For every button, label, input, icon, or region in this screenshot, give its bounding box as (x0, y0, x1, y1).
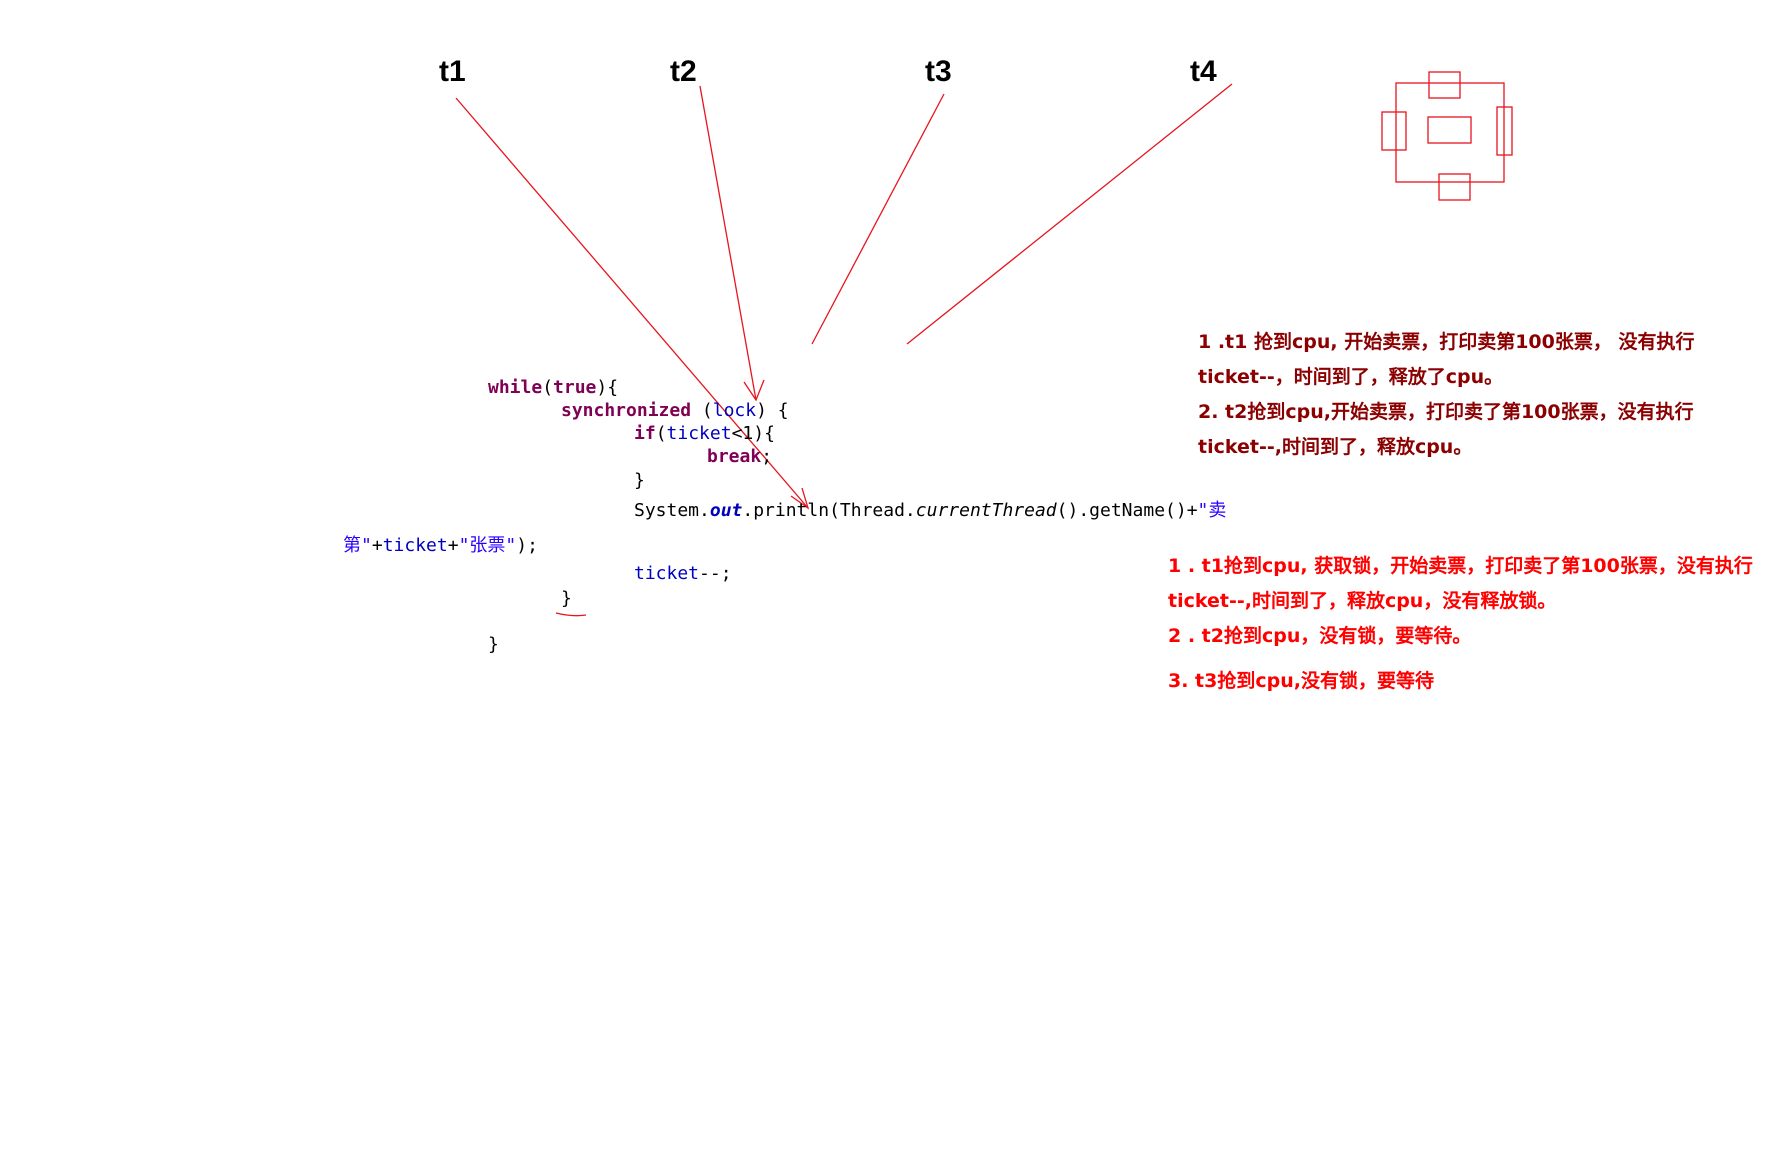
thread-label-t3: t3 (925, 55, 952, 88)
code-line-while-close: } (488, 634, 499, 655)
t2-arrow-head (743, 379, 765, 402)
note-line: 2 . t2抢到cpu，没有锁，要等待。 (1168, 625, 1472, 647)
field-ref: ticket (382, 535, 448, 556)
note-line: 3. t3抢到cpu,没有锁，要等待 (1168, 670, 1434, 692)
code-line-decrement: ticket--; (634, 564, 732, 584)
code-text: + (371, 535, 383, 556)
code-text: System. (634, 500, 710, 521)
code-text: ; (761, 446, 773, 467)
string-literal: 第" (343, 535, 372, 556)
code-text: .println(Thread. (742, 500, 916, 521)
code-line-println-cont: 第"+ticket+"张票"); (343, 536, 538, 556)
code-line-sync-close: } (561, 588, 572, 609)
string-literal: "张票" (458, 535, 517, 556)
note-line: 1 .t1 抢到cpu, 开始卖票，打印卖第100张票， 没有执行 (1198, 331, 1695, 353)
code-text: + (447, 535, 459, 556)
code-line-break: break; (707, 447, 772, 467)
note-line: ticket--，时间到了，释放了cpu。 (1198, 366, 1504, 388)
thread-label-t1: t1 (439, 55, 466, 88)
code-text: ( (542, 377, 554, 398)
t3-stroke (811, 93, 945, 345)
code-line-while: while(true){ (488, 378, 618, 398)
note-line: 2. t2抢到cpu,开始卖票，打印卖了第100张票，没有执行 (1198, 401, 1694, 423)
field-ref: out (709, 500, 743, 521)
keyword: if (634, 423, 656, 444)
field-ref: lock (712, 400, 757, 421)
code-text: --; (699, 563, 732, 584)
code-text: <1){ (731, 423, 775, 444)
note-line: 1 . t1抢到cpu, 获取锁，开始卖票，打印卖了第100张票，没有执行 (1168, 555, 1753, 577)
code-text: ); (516, 535, 538, 556)
thread-label-t2: t2 (670, 55, 697, 88)
t1-arrow-head (790, 487, 810, 510)
keyword: true (553, 377, 597, 398)
code-line-if-close: } (634, 470, 645, 491)
code-text: ( (655, 423, 667, 444)
code-line-println: System.out.println(Thread.currentThread(… (634, 501, 1226, 521)
method-ref: currentThread (915, 500, 1057, 521)
brace-underline (555, 612, 587, 617)
thread-label-t4: t4 (1190, 55, 1217, 88)
code-text: ){ (596, 377, 619, 398)
code-text: ().getName()+ (1056, 500, 1198, 521)
t1-arrow-line (455, 97, 809, 509)
keyword: break (707, 446, 762, 467)
t4-stroke (906, 83, 1233, 345)
code-text: ( (691, 400, 713, 421)
note-line: ticket--,时间到了，释放cpu，没有释放锁。 (1168, 590, 1557, 612)
t2-arrow-line (699, 85, 757, 401)
table-chairs-sketch (1381, 71, 1513, 201)
string-literal: "卖 (1197, 500, 1227, 521)
field-ref: ticket (634, 563, 700, 584)
code-text: ) { (756, 400, 789, 421)
keyword: synchronized (561, 400, 692, 421)
code-line-if: if(ticket<1){ (634, 424, 775, 444)
keyword: while (488, 377, 543, 398)
note-line: ticket--,时间到了，释放cpu。 (1198, 436, 1473, 458)
field-ref: ticket (666, 423, 732, 444)
code-line-synchronized: synchronized (lock) { (561, 401, 789, 421)
